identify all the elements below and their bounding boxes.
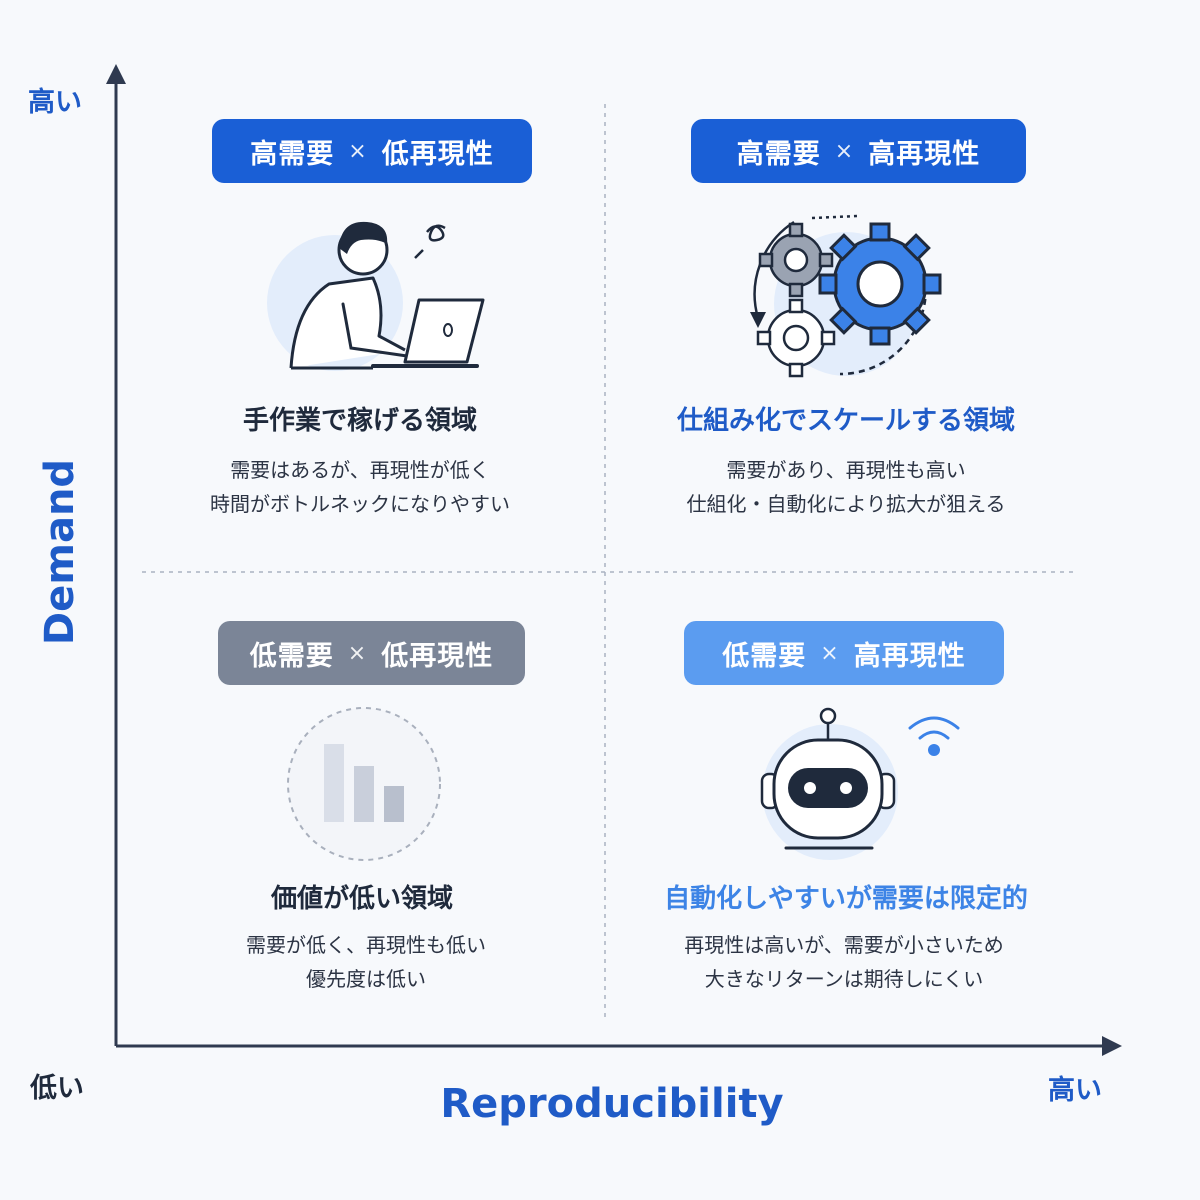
x-high-label: 高い bbox=[1048, 1075, 1102, 1106]
badge-repro-label: 高再現性 bbox=[853, 640, 966, 672]
badge-times-sign: × bbox=[348, 138, 368, 164]
quadrant-title-bottom-right: 自動化しやすいが需要は限定的 bbox=[664, 884, 1028, 914]
desc-line: 優先度は低い bbox=[306, 967, 426, 991]
badge-repro-label: 低再現性 bbox=[381, 138, 494, 170]
y-axis-arrow bbox=[106, 64, 126, 84]
desc-line: 大きなリターンは期待しにくい bbox=[704, 967, 984, 991]
desc-line: 再現性は高いが、需要が小さいため bbox=[684, 933, 1004, 957]
quadrant-badge-top-right: 高需要 × 高再現性 bbox=[691, 119, 1026, 183]
quadrant-badge-bottom-left: 低需要 × 低再現性 bbox=[218, 621, 525, 685]
quadrant-title-bottom-left: 価値が低い領域 bbox=[270, 884, 454, 914]
x-low-label: 低い bbox=[30, 1073, 84, 1104]
quadrant-title-top-right: 仕組み化でスケールする領域 bbox=[676, 406, 1016, 436]
badge-demand-label: 低需要 bbox=[249, 640, 334, 672]
badge-times-sign: × bbox=[820, 640, 840, 666]
y-high-label: 高い bbox=[28, 87, 82, 118]
desc-line: 需要はあるが、再現性が低く bbox=[230, 458, 490, 482]
badge-demand-label: 高需要 bbox=[736, 138, 821, 170]
x-axis-arrow bbox=[1102, 1036, 1122, 1056]
desc-line: 需要が低く、再現性も低い bbox=[246, 933, 486, 957]
badge-demand-label: 高需要 bbox=[250, 138, 335, 170]
badge-times-sign: × bbox=[834, 138, 855, 164]
quadrant-desc-top-left: 需要はあるが、再現性が低く 時間がボトルネックになりやすい bbox=[210, 453, 510, 521]
robot-icon bbox=[760, 707, 960, 860]
quadrant-desc-bottom-left: 需要が低く、再現性も低い 優先度は低い bbox=[246, 928, 486, 996]
badge-repro-label: 高再現性 bbox=[868, 138, 981, 170]
badge-times-sign: × bbox=[347, 640, 368, 666]
person-at-laptop-icon bbox=[267, 221, 485, 371]
desc-line: 仕組化・自動化により拡大が狙える bbox=[686, 492, 1006, 516]
badge-repro-label: 低再現性 bbox=[381, 640, 494, 672]
quadrant-title-top-left: 手作業で稼げる領域 bbox=[242, 406, 478, 436]
badge-demand-label: 低需要 bbox=[722, 640, 807, 672]
gears-icon bbox=[750, 214, 942, 378]
quadrant-badge-bottom-right: 低需要 × 高再現性 bbox=[684, 621, 1004, 685]
x-axis-title: Reproducibility bbox=[440, 1081, 784, 1127]
desc-line: 時間がボトルネックになりやすい bbox=[210, 492, 510, 516]
quadrant-desc-bottom-right: 再現性は高いが、需要が小さいため 大きなリターンは期待しにくい bbox=[684, 928, 1004, 996]
desc-line: 需要があり、再現性も高い bbox=[726, 458, 966, 482]
quadrant-badge-top-left: 高需要 × 低再現性 bbox=[212, 119, 532, 183]
quadrant-desc-top-right: 需要があり、再現性も高い 仕組化・自動化により拡大が狙える bbox=[687, 453, 1006, 521]
y-axis-title: Demand bbox=[37, 458, 83, 646]
declining-bars-icon bbox=[287, 707, 441, 861]
